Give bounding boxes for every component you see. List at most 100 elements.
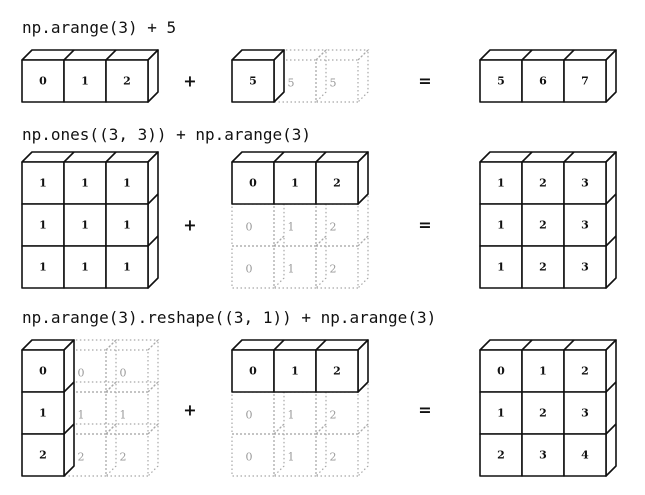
cell-value: 1 <box>39 177 47 190</box>
ghost-cell-value: 0 <box>246 409 253 422</box>
ghost-cell-side <box>147 422 159 477</box>
cell <box>63 245 107 289</box>
plus-operator: + <box>183 216 196 235</box>
block-top-edge <box>563 151 575 163</box>
cell <box>315 161 359 205</box>
ghost-cell-value: 1 <box>288 263 295 276</box>
ghost-cell-side <box>315 234 327 289</box>
cell <box>273 161 317 205</box>
block-top-edge <box>521 151 533 163</box>
cell <box>563 391 607 435</box>
ghost-cell-side <box>105 422 117 477</box>
ghost-cell-value: 2 <box>330 263 337 276</box>
ghost-cell <box>273 433 317 477</box>
cell <box>21 433 65 477</box>
cell-value: 2 <box>497 449 505 462</box>
cell-value: 5 <box>497 75 505 88</box>
caption-row-2: np.ones((3, 3)) + np.arange(3) <box>22 125 311 144</box>
cell-value: 2 <box>581 365 589 378</box>
block-top-edge <box>521 49 533 61</box>
cell <box>231 161 275 205</box>
cell-value: 1 <box>39 261 47 274</box>
block-top-edge <box>563 339 575 351</box>
cell-value: 3 <box>539 449 547 462</box>
block-top-edge <box>563 49 575 61</box>
ghost-cell-value: 2 <box>330 221 337 234</box>
ghost-cell-top <box>105 339 160 351</box>
ghost-cell <box>105 433 149 477</box>
cell <box>563 161 607 205</box>
cell-value: 3 <box>581 261 589 274</box>
cell-value: 0 <box>39 75 47 88</box>
block-top-edge <box>315 151 327 163</box>
plus-operator: + <box>183 401 196 420</box>
ghost-cell-value: 5 <box>288 77 295 90</box>
cell <box>563 59 607 103</box>
cell <box>479 391 523 435</box>
cell <box>21 161 65 205</box>
cell <box>479 349 523 393</box>
cell-value: 1 <box>539 365 547 378</box>
plus-operator: + <box>183 72 196 91</box>
ghost-cell <box>315 245 359 289</box>
ghost-cell-side <box>315 422 327 477</box>
block-side-face <box>605 151 617 289</box>
cell-value: 1 <box>81 219 89 232</box>
ghost-cell-value: 1 <box>288 409 295 422</box>
block-side-edge <box>605 381 617 393</box>
ghost-cell-value: 1 <box>288 221 295 234</box>
cell-value: 1 <box>123 261 131 274</box>
ghost-cell-value: 2 <box>120 451 127 464</box>
block-side-face <box>147 151 159 289</box>
ghost-cell-side <box>357 422 369 477</box>
block-side-edge <box>605 193 617 205</box>
ghost-cell <box>273 245 317 289</box>
cell-value: 3 <box>581 219 589 232</box>
ghost-cell-side <box>273 234 285 289</box>
cell-value: 6 <box>539 75 547 88</box>
cell <box>479 433 523 477</box>
ghost-cell-side <box>357 234 369 289</box>
cell <box>21 59 65 103</box>
ghost-cell <box>231 203 275 247</box>
block-side-edge <box>605 423 617 435</box>
cell-value: 1 <box>291 365 299 378</box>
cell-value: 1 <box>81 261 89 274</box>
cell-value: 1 <box>39 407 47 420</box>
block-side-face <box>605 49 617 103</box>
ghost-cell-value: 2 <box>78 451 85 464</box>
ghost-cell <box>315 59 359 103</box>
ghost-cell-top <box>315 49 370 61</box>
ghost-cell <box>63 433 107 477</box>
ghost-cell-value: 1 <box>288 451 295 464</box>
block-top-face <box>231 339 369 351</box>
ghost-cell-value: 2 <box>330 451 337 464</box>
cell <box>105 203 149 247</box>
ghost-cell-side <box>315 48 327 103</box>
cell <box>21 391 65 435</box>
block-top-face <box>231 151 369 163</box>
ghost-cell-side <box>147 380 159 435</box>
equals-operator: = <box>418 72 431 91</box>
equals-operator: = <box>418 216 431 235</box>
cell <box>479 59 523 103</box>
cell-value: 3 <box>581 407 589 420</box>
block-side-edge <box>147 235 159 247</box>
cell-value: 1 <box>81 75 89 88</box>
cell <box>105 59 149 103</box>
ghost-cell-side <box>105 338 117 393</box>
ghost-cell-top <box>105 423 160 435</box>
block-top-edge <box>105 151 117 163</box>
cell-value: 5 <box>249 75 257 88</box>
block-top-edge <box>273 151 285 163</box>
cell <box>563 433 607 477</box>
block-top-face <box>479 49 617 61</box>
ghost-cell <box>231 391 275 435</box>
cell-value: 0 <box>39 365 47 378</box>
ghost-cell-value: 0 <box>246 451 253 464</box>
ghost-cell <box>231 245 275 289</box>
